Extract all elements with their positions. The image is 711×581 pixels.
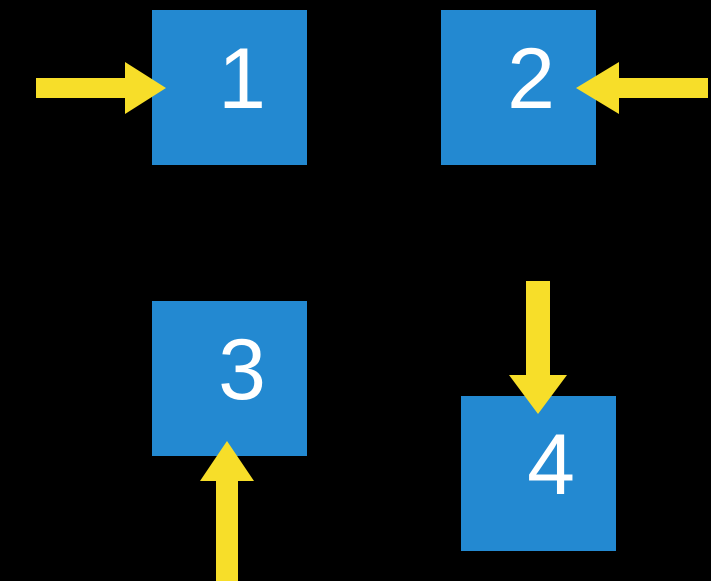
node-box-2[interactable] (441, 10, 596, 165)
node-label-2: 2 (507, 31, 555, 127)
node-box-4[interactable] (461, 396, 616, 551)
arrow-down-into-node-4 (509, 281, 567, 414)
node-label-3: 3 (218, 322, 266, 418)
node-label-4: 4 (527, 417, 575, 513)
node-box-1[interactable] (152, 10, 307, 165)
arrow-up-into-node-3 (200, 441, 254, 581)
node-label-1: 1 (218, 31, 266, 127)
node-box-3[interactable] (152, 301, 307, 456)
arrow-right-into-node-1 (36, 62, 166, 114)
arrow-left-into-node-2 (576, 62, 708, 114)
